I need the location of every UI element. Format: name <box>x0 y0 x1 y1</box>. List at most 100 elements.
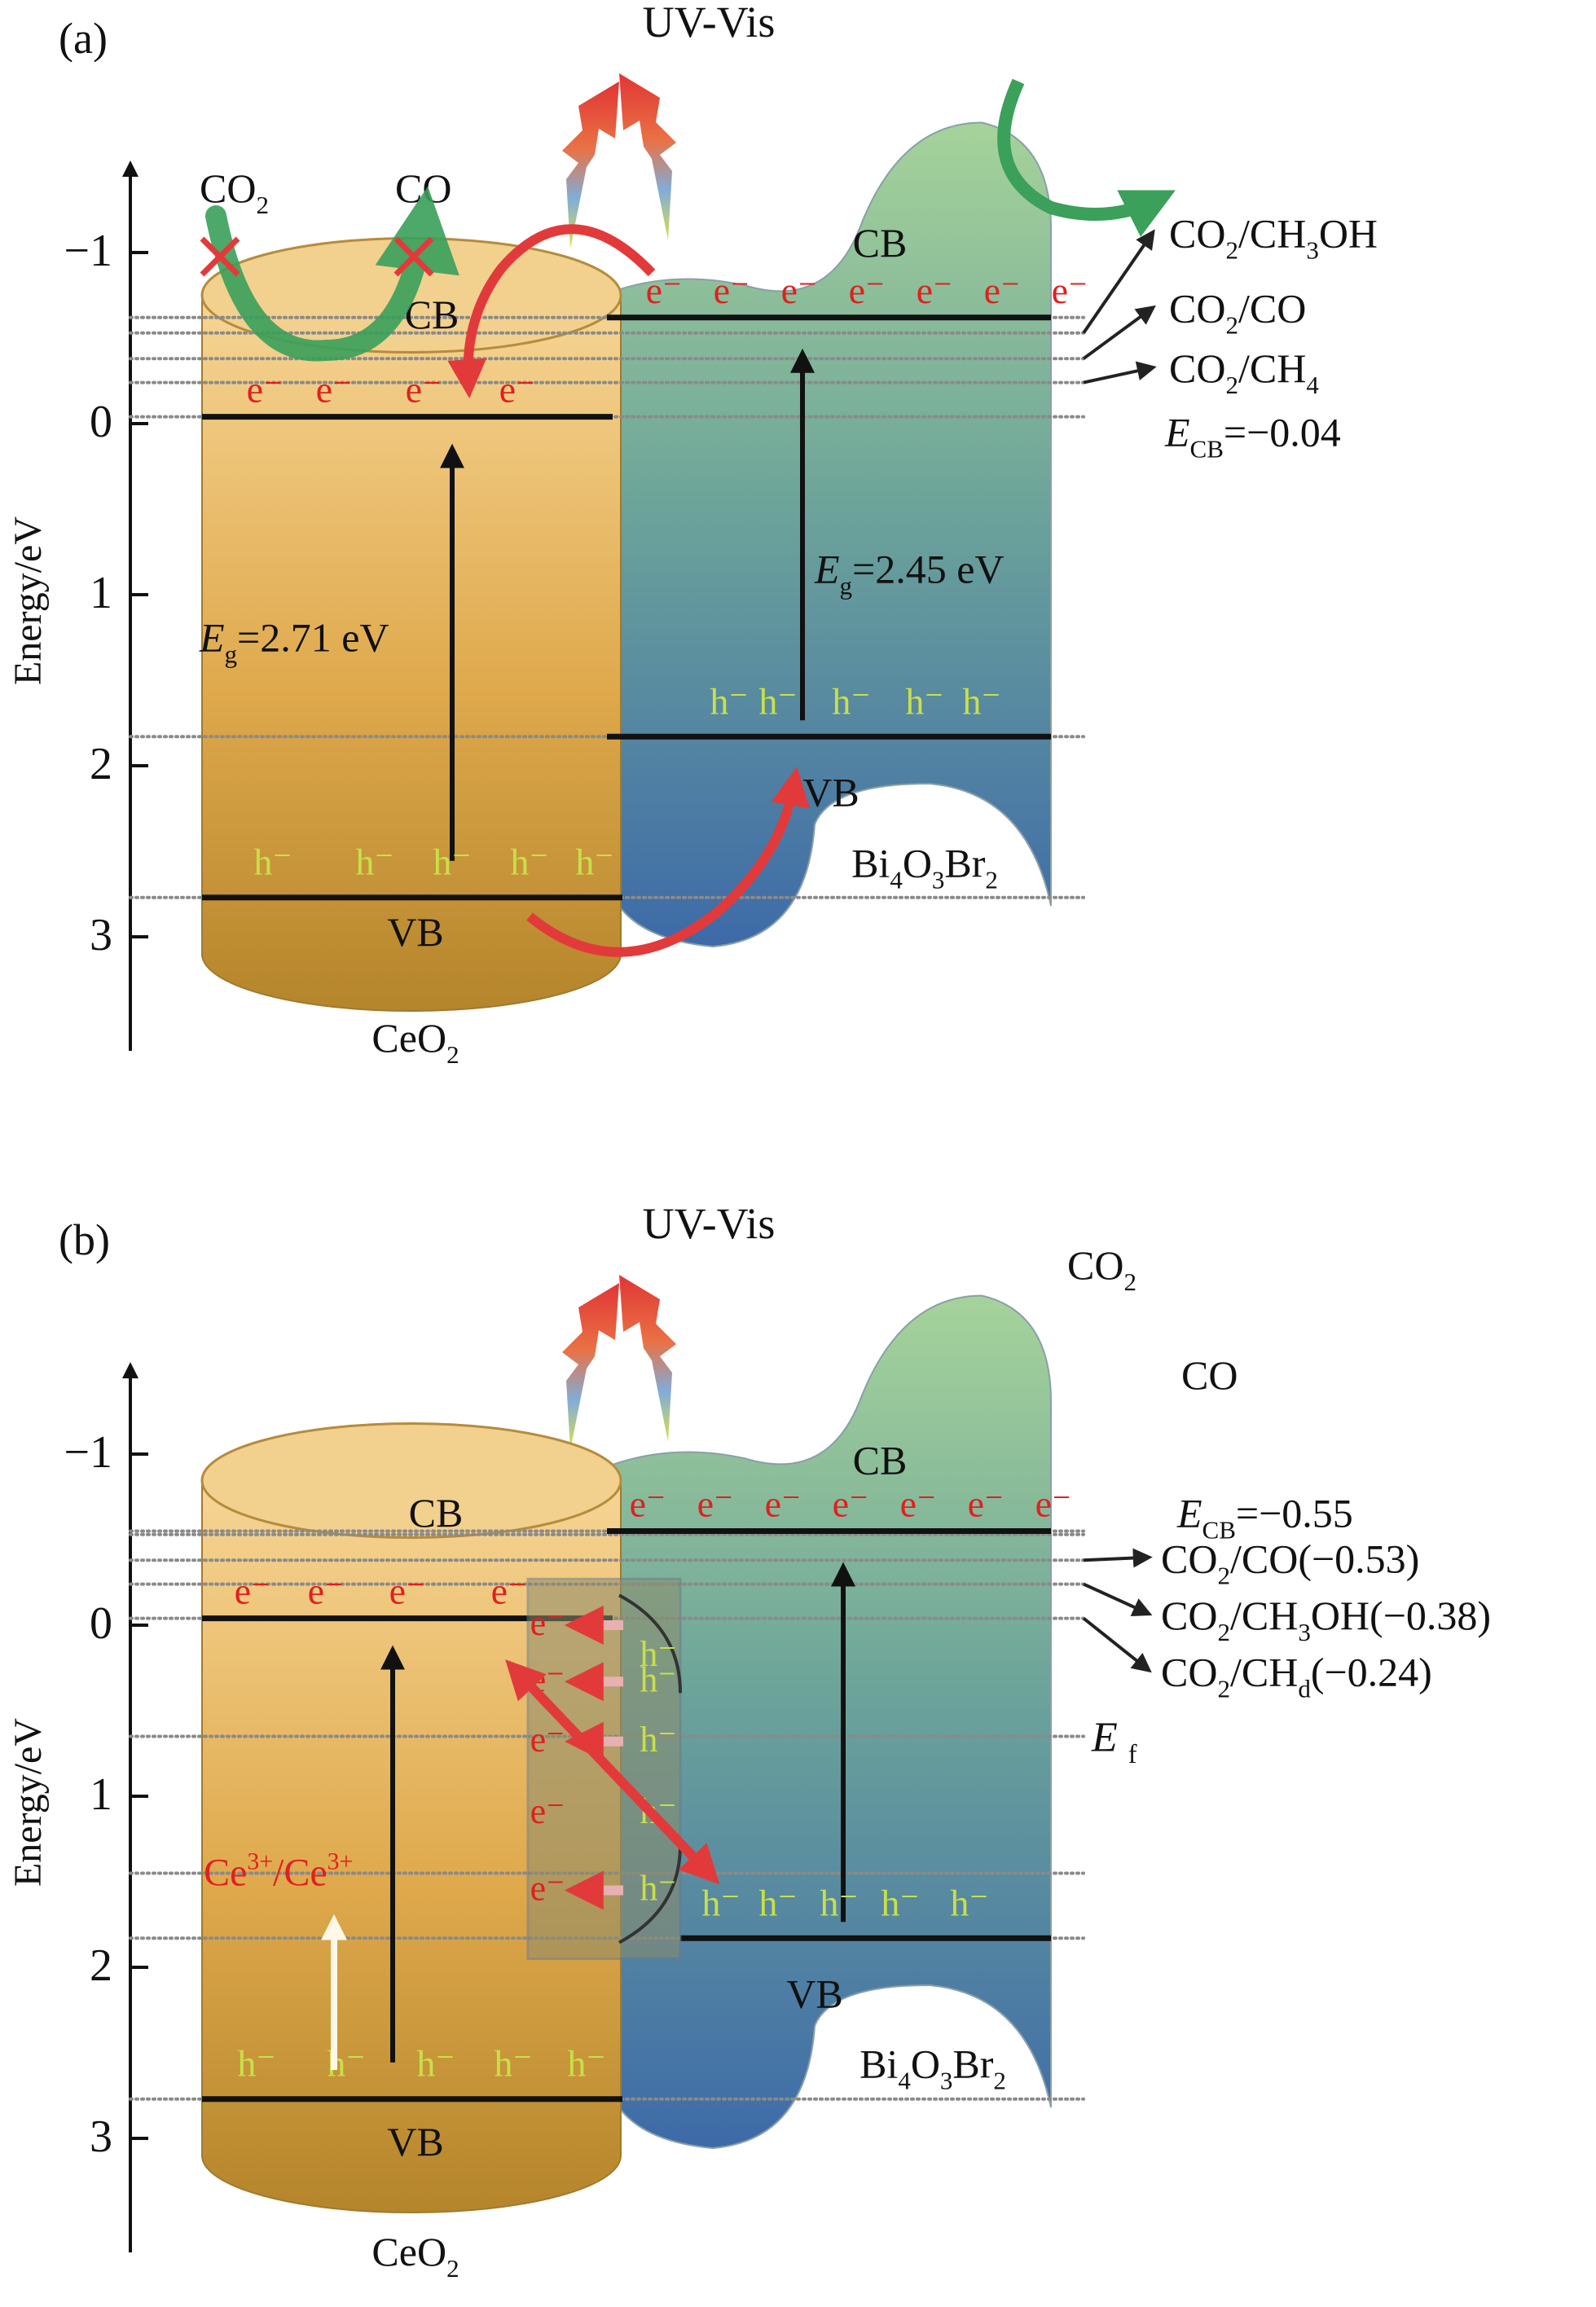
axis-tick-label: −1 <box>64 1427 112 1478</box>
hole: h⁻ <box>832 680 870 722</box>
electron: e⁻ <box>406 369 442 411</box>
axis-tick-label: 0 <box>90 397 112 447</box>
electron: e⁻ <box>697 1483 734 1525</box>
electron: e⁻ <box>630 1483 666 1525</box>
hole: h⁻ <box>433 842 471 883</box>
ceo2-vb-label: VB <box>387 2119 443 2164</box>
axis-tick-label: 3 <box>90 910 112 960</box>
light-bolt-shape <box>562 1283 619 1450</box>
conversion-arrow <box>997 78 1176 237</box>
light-bolt-shape <box>562 81 619 248</box>
hole: h⁻ <box>416 2043 455 2085</box>
reactant-label: CO2 <box>200 165 269 219</box>
built-in-field-arrow <box>505 1659 720 1885</box>
electron: e⁻ <box>765 1483 802 1525</box>
electron: e⁻ <box>646 270 683 311</box>
bi4o3br2-band-shape <box>606 121 1052 948</box>
electron: e⁻ <box>714 270 750 311</box>
electron: e⁻ <box>833 1483 869 1525</box>
hole: h⁻ <box>567 2043 605 2085</box>
hole: h⁻ <box>710 680 748 722</box>
bi4o3br2-band-gap-label: Eg=2.45 eV <box>814 546 1005 600</box>
electron: e⁻ <box>308 1571 345 1612</box>
ce-redox-pair-label: Ce3+/Ce3+ <box>204 1848 353 1894</box>
electron: e⁻ <box>900 1483 937 1525</box>
panel-label: (a) <box>59 14 108 63</box>
hole-transfer-arrow <box>526 767 810 957</box>
interface-hole: h⁻ <box>640 1659 676 1699</box>
hole: h⁻ <box>962 680 1000 722</box>
panel-a: (a)UV-Vis−10123Energy/eVCBVBCBVBCeO2Bi4O… <box>7 0 1378 1069</box>
level-pointer-arrow <box>1083 1582 1153 1616</box>
level-pointer-arrow <box>1082 1617 1152 1673</box>
bi4o3br2-material-name: Bi4O3Br2 <box>860 2041 1006 2095</box>
axis-tick-label: 1 <box>90 1769 112 1820</box>
light-bolt-left <box>562 1283 619 1450</box>
electron: e⁻ <box>1035 1483 1072 1525</box>
hole: h⁻ <box>820 1882 858 1923</box>
hole: h⁻ <box>575 842 613 883</box>
interface-electron: e⁻ <box>530 1603 565 1643</box>
reactant-label: CO2 <box>1067 1242 1137 1296</box>
ceo2-vb-label: VB <box>387 909 443 955</box>
electron: e⁻ <box>247 369 284 411</box>
light-bolt-right <box>619 1275 676 1442</box>
electron: e⁻ <box>849 270 886 311</box>
level-pointer-arrow <box>1082 305 1156 360</box>
electron: e⁻ <box>316 369 353 411</box>
electron: e⁻ <box>499 369 536 411</box>
redox-level-label: CO2/CO(−0.53) <box>1161 1536 1419 1590</box>
conversion-arrow <box>205 186 459 362</box>
redox-level-label: CO2/CO <box>1169 286 1306 340</box>
light-bolt-left <box>562 81 619 248</box>
interface-hole: h⁻ <box>640 1720 676 1760</box>
bi4o3br2-vb-label: VB <box>802 769 859 815</box>
electron: e⁻ <box>491 1571 528 1612</box>
redox-level-label: CO2/CH4 <box>1169 345 1319 399</box>
redox-level-label: CO2/CH3OH(−0.38) <box>1161 1593 1491 1646</box>
energy-axis-label: Energy/eV <box>7 1718 50 1887</box>
ceo2-material-name: CeO2 <box>372 2229 459 2283</box>
hole: h⁻ <box>758 680 797 722</box>
interface-electron: e⁻ <box>530 1791 565 1831</box>
ceo2-material-name: CeO2 <box>372 1015 459 1069</box>
interface-hole: h⁻ <box>640 1869 676 1909</box>
axis-tick-label: 0 <box>90 1598 112 1649</box>
axis-tick-label: 3 <box>90 2111 112 2162</box>
light-label: UV-Vis <box>643 1199 776 1248</box>
electron: e⁻ <box>235 1571 271 1612</box>
axis-tick-label: 1 <box>90 568 112 618</box>
hole: h⁻ <box>905 680 943 722</box>
bi4o3br2-cb-label: CB <box>853 220 908 266</box>
axis-tick-label: 2 <box>90 739 112 789</box>
hole: h⁻ <box>881 1882 919 1923</box>
ceo2-cylinder-body <box>201 294 622 1012</box>
hole: h⁻ <box>758 1882 797 1923</box>
blocked-cross-icon <box>394 236 434 277</box>
level-pointer-arrow <box>1083 1548 1153 1568</box>
bi4o3br2-vb-label: VB <box>786 1971 842 2016</box>
panel-b: (b)UV-Vis−10123Energy/eVCBVBCBVBCeO2Bi4O… <box>7 78 1491 2283</box>
light-label: UV-Vis <box>643 0 776 46</box>
fermi-level-label: E f <box>1091 1715 1137 1769</box>
energy-axis-label: Energy/eV <box>7 516 50 685</box>
hole: h⁻ <box>253 842 292 883</box>
level-pointer-arrow <box>1082 229 1155 334</box>
interface-electron: e⁻ <box>530 1720 565 1760</box>
cb-potential-label: ECB=−0.04 <box>1164 409 1341 463</box>
level-pointer-arrow <box>1083 361 1157 384</box>
light-bolt-shape <box>619 73 676 240</box>
light-bolt-right <box>619 73 676 240</box>
hole: h⁻ <box>494 2043 532 2085</box>
product-label: CO <box>395 165 451 211</box>
redox-level-label: CO2/CHd(−0.24) <box>1161 1649 1432 1703</box>
axis-tick-label: 2 <box>90 1940 112 1991</box>
electron: e⁻ <box>984 270 1021 311</box>
cb-potential-label: ECB=−0.55 <box>1176 1491 1353 1545</box>
electron: e⁻ <box>389 1571 426 1612</box>
electron: e⁻ <box>917 270 953 311</box>
bi4o3br2-material-name: Bi4O3Br2 <box>851 841 998 894</box>
ceo2-cylinder-top <box>200 1422 622 1539</box>
